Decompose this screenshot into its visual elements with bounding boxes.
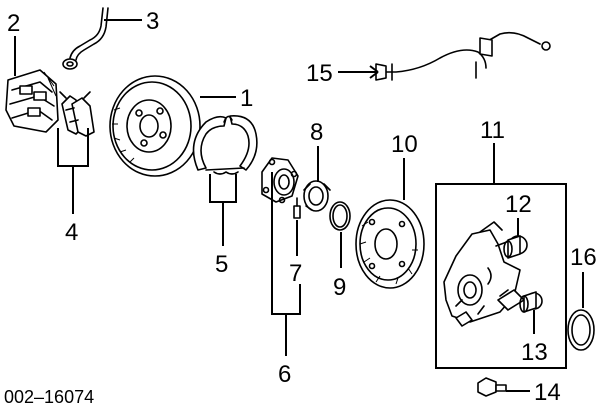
parking-brake-shoes-part: [192, 115, 258, 175]
knuckle-group-box: [435, 183, 567, 369]
callout-6: 6: [278, 361, 291, 388]
snap-ring-part: [329, 201, 351, 231]
figure-code: 002–16074: [4, 387, 94, 407]
callout-11: 11: [480, 117, 505, 144]
callout-13: 13: [521, 339, 548, 366]
wheel-bearing-part: [303, 180, 331, 212]
callout-10: 10: [391, 131, 418, 158]
wheel-bolt-part: [293, 197, 301, 219]
backing-plate-part: [355, 199, 425, 289]
knuckle-assembly-group: [435, 183, 567, 369]
callout-7: 7: [289, 260, 302, 287]
callout-15: 15: [306, 60, 333, 87]
bushing-lower-part: [519, 291, 543, 313]
callout-16: 16: [570, 244, 597, 271]
hub-flange-part: [261, 157, 299, 204]
brake-pads-part: [59, 91, 95, 137]
callout-3: 3: [146, 8, 159, 35]
caliper-part: [5, 69, 59, 133]
callout-4: 4: [65, 219, 78, 246]
callout-1: 1: [240, 85, 253, 112]
callout-labels: 1 2 3 4 5 6 7 8 9 10 11 12 13 14 15 16: [7, 8, 597, 406]
seal-ring-part: [567, 309, 595, 351]
brake-hose-part: [62, 7, 109, 70]
knuckle-bolt-part: [477, 377, 507, 397]
abs-sensor-wire-part: [375, 31, 551, 81]
callout-8: 8: [310, 119, 323, 146]
bushing-upper-part: [503, 235, 528, 259]
callout-9: 9: [333, 274, 346, 301]
callout-12: 12: [505, 191, 532, 218]
callout-5: 5: [215, 251, 228, 278]
callout-14: 14: [534, 379, 561, 406]
leader-lines: [14, 19, 584, 392]
brake-rotor-part: [109, 75, 201, 177]
callout-2: 2: [7, 10, 20, 37]
